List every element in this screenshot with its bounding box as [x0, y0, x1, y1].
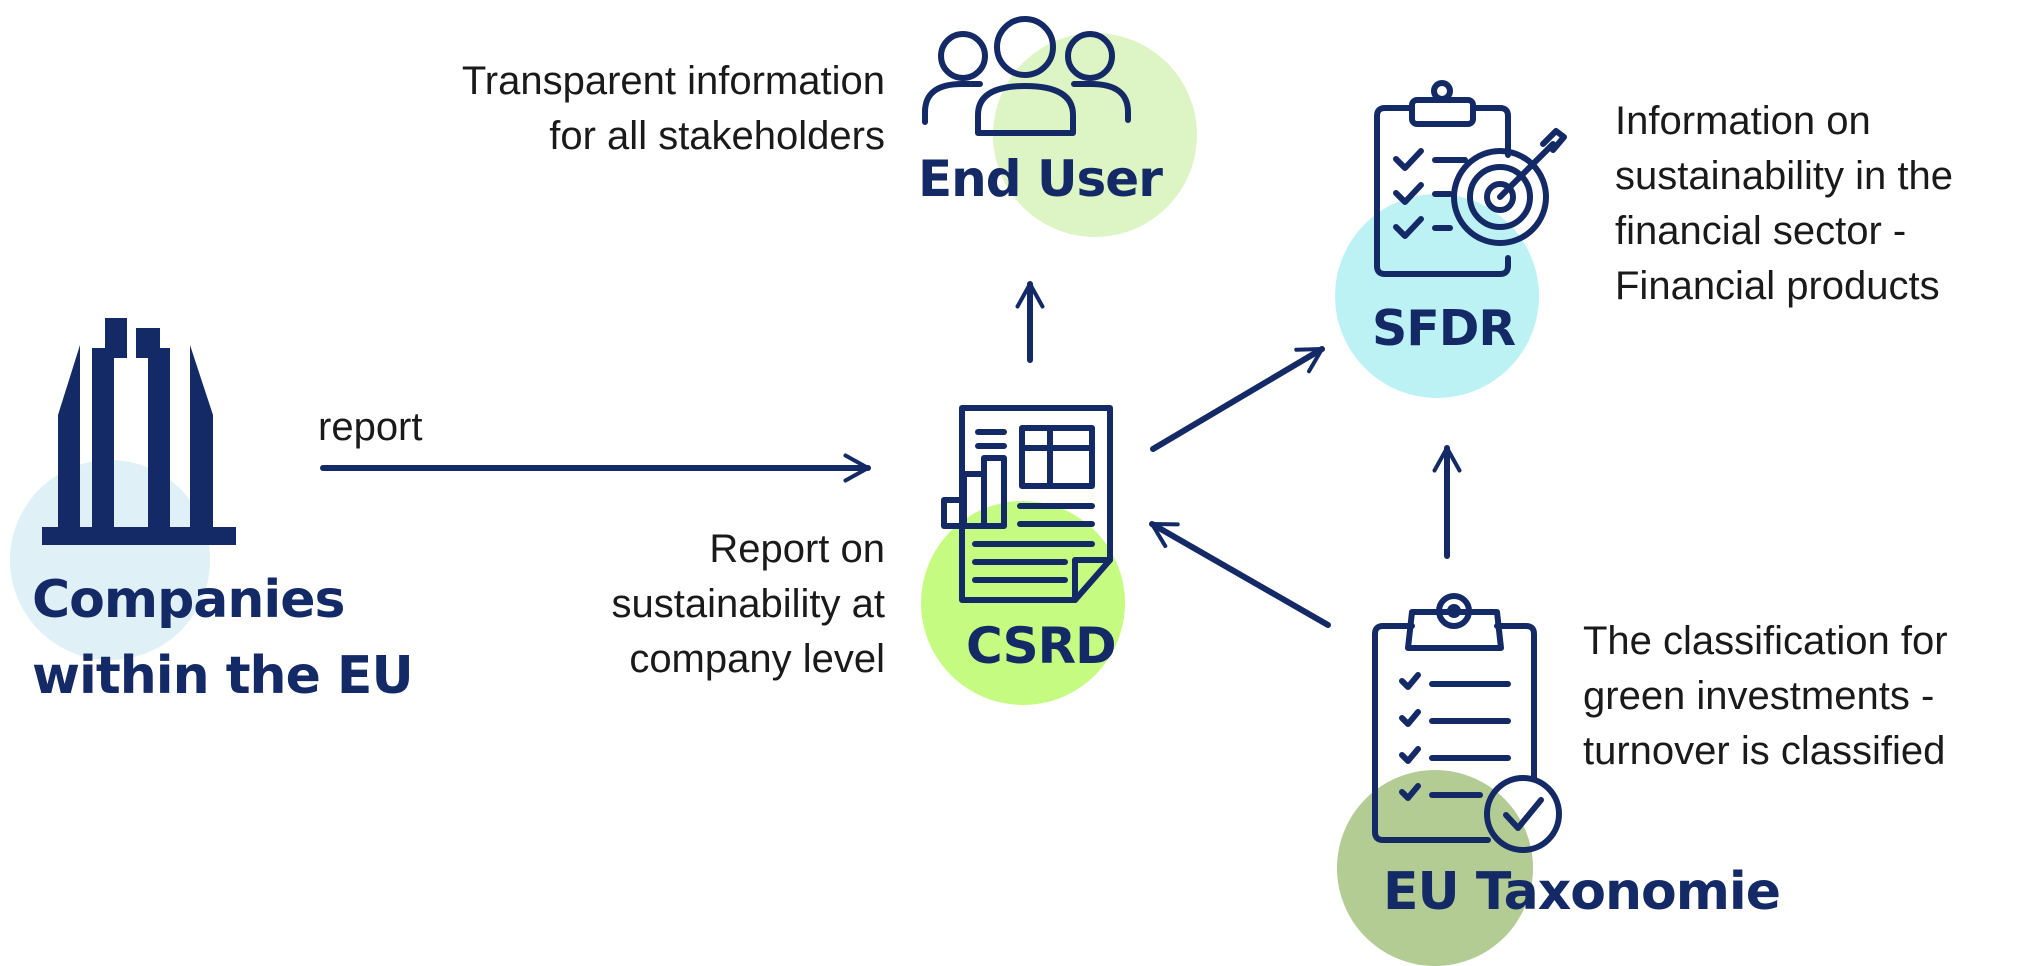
sfdr-description: Information on sustainability in the fin… — [1615, 94, 1953, 314]
sfdr-description-line-3: financial sector - — [1615, 209, 1907, 253]
clipboard-target-icon — [1374, 80, 1567, 277]
eu-taxonomie-description-line-2: green investments - — [1583, 674, 1935, 718]
arrow-csrd-to-sfdr — [1150, 346, 1325, 452]
companies-title-line-2: within the EU — [32, 646, 414, 706]
sfdr-description-line-4: Financial products — [1615, 264, 1940, 308]
end-user-description: Transparent information for all stakehol… — [380, 54, 885, 164]
sfdr-description-line-2: sustainability in the — [1615, 154, 1953, 198]
csrd-description-line-1: Report on — [709, 527, 885, 571]
sfdr-description-line-1: Information on — [1615, 99, 1871, 143]
report-document-icon — [941, 405, 1113, 603]
eu-taxonomie-circle — [1337, 770, 1533, 966]
sfdr-title: SFDR — [1372, 300, 1516, 357]
factory-icon — [42, 318, 236, 545]
csrd-title: CSRD — [966, 617, 1117, 675]
eu-taxonomie-description-line-1: The classification for — [1583, 619, 1948, 663]
end-user-title: End User — [918, 150, 1163, 208]
edge-label-report: report — [318, 405, 423, 449]
end-user-description-line-2: for all stakeholders — [549, 114, 885, 158]
companies-title-line-1: Companies — [32, 570, 345, 630]
eu-taxonomie-description-line-3: turnover is classified — [1583, 729, 1946, 773]
csrd-description-line-3: company level — [629, 637, 885, 681]
companies-title: Companies within the EU — [32, 562, 414, 714]
sfdr-circle — [1335, 194, 1539, 398]
end-user-description-line-1: Transparent information — [461, 59, 885, 103]
users-group-icon — [922, 16, 1131, 136]
arrow-eu-taxonomie-to-csrd — [1149, 521, 1331, 628]
csrd-description-line-2: sustainability at — [611, 582, 885, 626]
eu-taxonomie-description: The classification for green investments… — [1583, 614, 1948, 779]
clipboard-checklist-icon — [1372, 593, 1562, 853]
end-user-circle — [993, 33, 1197, 237]
eu-taxonomie-title: EU Taxonomie — [1383, 862, 1781, 922]
csrd-description: Report on sustainability at company leve… — [535, 522, 885, 687]
